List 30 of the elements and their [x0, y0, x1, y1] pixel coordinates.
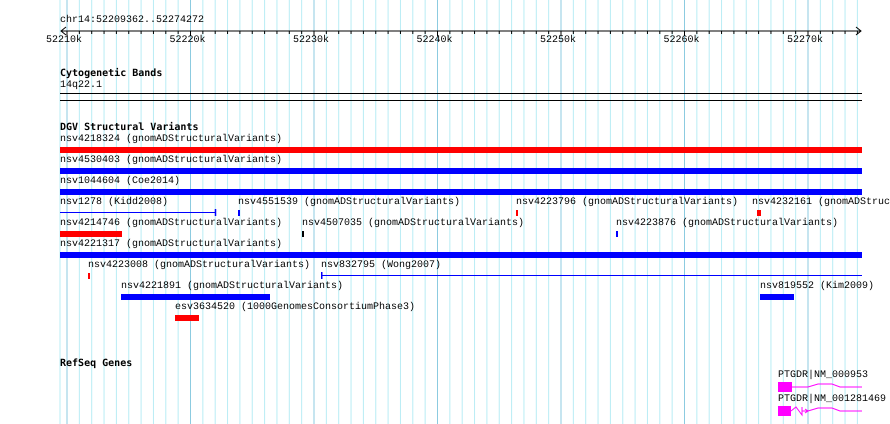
- variant-label: nsv4530403 (gnomADStructuralVariants): [60, 155, 282, 167]
- axis-tick-label: 52220k: [170, 35, 206, 47]
- variant-label: nsv819552 (Kim2009): [760, 281, 874, 293]
- track-title: Cytogenetic Bands: [60, 68, 162, 80]
- variant-label: nsv4223876 (gnomADStructuralVariants): [616, 218, 838, 230]
- axis-tick-label: 52230k: [293, 35, 330, 47]
- axis-tick-label: 52270k: [787, 35, 824, 47]
- gene-label: PTGDR|NM_001281469: [778, 394, 886, 406]
- variant-label: nsv4221891 (gnomADStructuralVariants): [121, 281, 344, 293]
- axis-tick-label: 52240k: [416, 35, 453, 47]
- variant-label: nsv4218324 (gnomADStructuralVariants): [60, 134, 282, 146]
- variant-label: nsv4507035 (gnomADStructuralVariants): [302, 218, 524, 230]
- axis-tick-label: 52250k: [540, 35, 576, 47]
- variant-label: nsv832795 (Wong2007): [321, 260, 442, 272]
- variant-label: nsv4551539 (gnomADStructuralVariants): [238, 197, 460, 209]
- gene-label: PTGDR|NM_000953: [778, 370, 868, 382]
- variant-label: nsv4214746 (gnomADStructuralVariants): [60, 218, 282, 230]
- track-title: DGV Structural Variants: [60, 122, 198, 134]
- variant-label: nsv4223008 (gnomADStructuralVariants): [88, 260, 310, 272]
- variant-label: esv3634520 (1000GenomesConsortiumPhase3): [175, 302, 416, 314]
- band-label: 14q22.1: [60, 80, 102, 92]
- region-label: chr14:52209362..52274272: [60, 15, 204, 27]
- axis-tick-label: 52210k: [46, 35, 82, 47]
- track-title: RefSeq Genes: [60, 358, 132, 370]
- axis-tick-label: 52260k: [664, 35, 700, 47]
- variant-label: nsv4232161 (gnomADStruc: [752, 197, 890, 209]
- variant-label: nsv4223796 (gnomADStructuralVariants): [516, 197, 738, 209]
- variant-label: nsv1278 (Kidd2008): [60, 197, 168, 209]
- variant-label: nsv4221317 (gnomADStructuralVariants): [60, 239, 282, 251]
- variant-label: nsv1044604 (Coe2014): [60, 176, 180, 188]
